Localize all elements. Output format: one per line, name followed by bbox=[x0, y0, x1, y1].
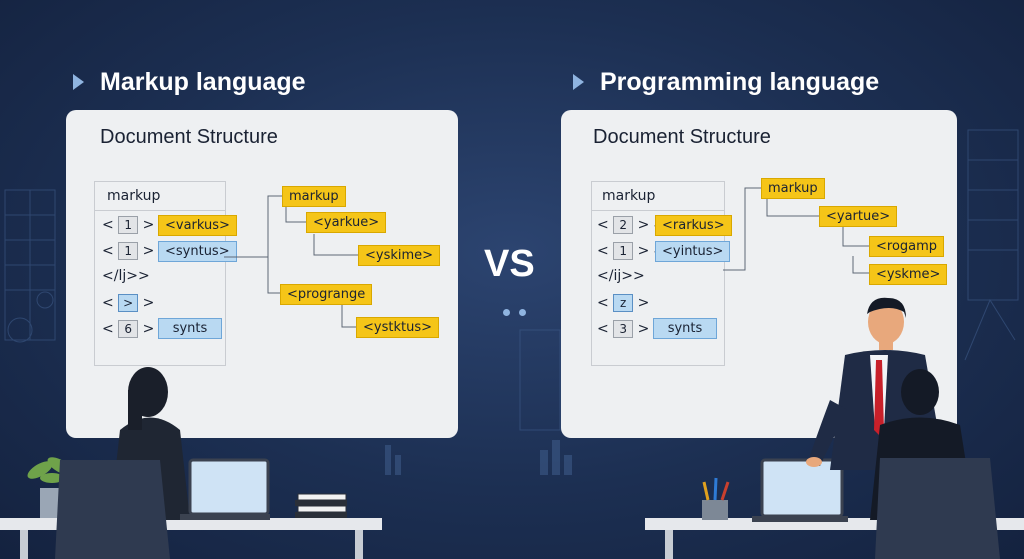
list-item: < > > bbox=[102, 294, 155, 312]
list-item: </lj>> bbox=[102, 268, 150, 284]
panel-title: Document Structure bbox=[593, 126, 771, 148]
dot bbox=[503, 309, 510, 316]
list-item: < z > bbox=[597, 294, 650, 312]
tree-node: markup bbox=[282, 186, 346, 207]
tag-label: <syntus> bbox=[158, 241, 237, 262]
left-heading: Markup language bbox=[100, 68, 306, 96]
dot bbox=[519, 309, 526, 316]
tag-label: <yintus> bbox=[655, 241, 731, 262]
list-header: markup bbox=[602, 188, 656, 204]
panel-title: Document Structure bbox=[100, 126, 278, 148]
list-item: </ij>> bbox=[597, 268, 645, 284]
left-chair bbox=[55, 460, 170, 559]
tree-connectors bbox=[224, 195, 358, 328]
tree-node: <rogamp bbox=[869, 236, 945, 257]
tree-node: <ystktus> bbox=[356, 317, 439, 338]
tree-node: <yskme> bbox=[869, 264, 948, 285]
tree-node: <progrange bbox=[280, 284, 373, 305]
play-icon bbox=[73, 74, 84, 90]
tree-node: <yartue> bbox=[819, 206, 898, 227]
book-stack bbox=[295, 493, 347, 518]
tree-node: <yskime> bbox=[358, 245, 441, 266]
divider bbox=[592, 210, 724, 211]
left-laptop bbox=[180, 458, 270, 520]
right-laptop bbox=[752, 458, 848, 522]
tag-label: synts bbox=[158, 318, 222, 339]
tree-node: <yarkue> bbox=[306, 212, 387, 233]
tag-label: synts bbox=[653, 318, 717, 339]
tree-node: markup bbox=[761, 178, 825, 199]
vs-label: VS bbox=[484, 243, 535, 285]
pencil-cup bbox=[702, 477, 730, 520]
list-header: markup bbox=[107, 188, 161, 204]
right-chair bbox=[875, 458, 1000, 559]
divider bbox=[95, 210, 225, 211]
tag-label: <varkus> bbox=[158, 215, 237, 236]
tree-connectors bbox=[723, 187, 869, 274]
right-heading: Programming language bbox=[600, 68, 880, 96]
left-panel: Document Structure markup < 1 > → <varku… bbox=[66, 110, 458, 438]
play-icon bbox=[573, 74, 584, 90]
tag-label: <rarkus> bbox=[655, 215, 732, 236]
